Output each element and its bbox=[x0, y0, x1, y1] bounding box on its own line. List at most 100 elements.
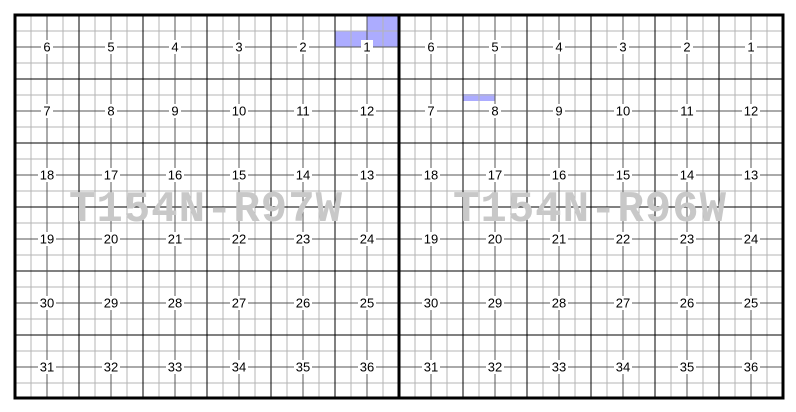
section-number-label[interactable]: 3 bbox=[619, 40, 626, 55]
section-number-label[interactable]: 16 bbox=[168, 168, 182, 183]
section-label-backing bbox=[425, 40, 437, 54]
section-number-label[interactable]: 7 bbox=[43, 104, 50, 119]
section-number-label[interactable]: 20 bbox=[488, 232, 502, 247]
section-number-label[interactable]: 8 bbox=[491, 104, 498, 119]
section-number-label[interactable]: 2 bbox=[683, 40, 690, 55]
section-label-backing bbox=[614, 104, 632, 118]
section-number-label[interactable]: 34 bbox=[616, 360, 630, 375]
section-label-backing bbox=[102, 296, 120, 310]
section-number-label[interactable]: 33 bbox=[552, 360, 566, 375]
section-label-backing bbox=[742, 232, 760, 246]
section-number-label[interactable]: 9 bbox=[171, 104, 178, 119]
section-number-label[interactable]: 6 bbox=[427, 40, 434, 55]
section-number-label[interactable]: 15 bbox=[232, 168, 246, 183]
section-number-label[interactable]: 21 bbox=[552, 232, 566, 247]
section-label-backing bbox=[294, 104, 312, 118]
section-number-label[interactable]: 5 bbox=[491, 40, 498, 55]
section-number-label[interactable]: 29 bbox=[104, 296, 118, 311]
section-number-label[interactable]: 22 bbox=[232, 232, 246, 247]
section-number-label[interactable]: 8 bbox=[107, 104, 114, 119]
section-number-label[interactable]: 12 bbox=[744, 104, 758, 119]
section-number-label[interactable]: 15 bbox=[616, 168, 630, 183]
section-number-label[interactable]: 26 bbox=[680, 296, 694, 311]
section-number-label[interactable]: 35 bbox=[680, 360, 694, 375]
section-number-label[interactable]: 28 bbox=[168, 296, 182, 311]
section-number-label[interactable]: 2 bbox=[299, 40, 306, 55]
section-number-label[interactable]: 14 bbox=[680, 168, 694, 183]
section-number-label[interactable]: 24 bbox=[360, 232, 374, 247]
section-number-label[interactable]: 35 bbox=[296, 360, 310, 375]
section-number-label[interactable]: 4 bbox=[555, 40, 562, 55]
section-number-label[interactable]: 26 bbox=[296, 296, 310, 311]
section-number-label[interactable]: 10 bbox=[232, 104, 246, 119]
section-number-label[interactable]: 27 bbox=[232, 296, 246, 311]
section-number-label[interactable]: 13 bbox=[744, 168, 758, 183]
section-number-label[interactable]: 18 bbox=[40, 168, 54, 183]
section-label-backing bbox=[102, 360, 120, 374]
highlight-parcel[interactable] bbox=[335, 31, 351, 47]
section-number-label[interactable]: 34 bbox=[232, 360, 246, 375]
section-number-label[interactable]: 4 bbox=[171, 40, 178, 55]
section-number-label[interactable]: 23 bbox=[296, 232, 310, 247]
section-number-label[interactable]: 33 bbox=[168, 360, 182, 375]
section-number-label[interactable]: 1 bbox=[747, 40, 754, 55]
section-label-backing bbox=[38, 296, 56, 310]
section-label-backing bbox=[233, 40, 245, 54]
section-number-label[interactable]: 24 bbox=[744, 232, 758, 247]
section-label-backing bbox=[105, 104, 117, 118]
highlight-parcel[interactable] bbox=[383, 15, 399, 31]
section-number-label[interactable]: 21 bbox=[168, 232, 182, 247]
section-number-label[interactable]: 36 bbox=[744, 360, 758, 375]
section-number-label[interactable]: 7 bbox=[427, 104, 434, 119]
section-number-label[interactable]: 32 bbox=[104, 360, 118, 375]
section-number-label[interactable]: 17 bbox=[488, 168, 502, 183]
section-number-label[interactable]: 1 bbox=[363, 40, 370, 55]
section-label-backing bbox=[678, 104, 696, 118]
section-label-backing bbox=[422, 232, 440, 246]
section-label-backing bbox=[614, 296, 632, 310]
highlight-parcel[interactable] bbox=[383, 31, 399, 47]
section-number-label[interactable]: 13 bbox=[360, 168, 374, 183]
section-label-backing bbox=[678, 296, 696, 310]
section-number-label[interactable]: 22 bbox=[616, 232, 630, 247]
section-number-label[interactable]: 11 bbox=[680, 104, 694, 119]
section-label-backing bbox=[294, 360, 312, 374]
section-number-label[interactable]: 10 bbox=[616, 104, 630, 119]
township-border bbox=[397, 13, 785, 400]
section-number-label[interactable]: 32 bbox=[488, 360, 502, 375]
section-number-label[interactable]: 30 bbox=[424, 296, 438, 311]
section-number-label[interactable]: 20 bbox=[104, 232, 118, 247]
section-label-backing bbox=[38, 168, 56, 182]
section-number-label[interactable]: 30 bbox=[40, 296, 54, 311]
section-number-label[interactable]: 18 bbox=[424, 168, 438, 183]
section-number-label[interactable]: 5 bbox=[107, 40, 114, 55]
section-number-label[interactable]: 28 bbox=[552, 296, 566, 311]
section-number-label[interactable]: 31 bbox=[40, 360, 54, 375]
section-number-label[interactable]: 3 bbox=[235, 40, 242, 55]
section-number-label[interactable]: 19 bbox=[424, 232, 438, 247]
section-number-label[interactable]: 9 bbox=[555, 104, 562, 119]
section-number-label[interactable]: 25 bbox=[360, 296, 374, 311]
section-number-label[interactable]: 6 bbox=[43, 40, 50, 55]
section-number-label[interactable]: 25 bbox=[744, 296, 758, 311]
section-number-label[interactable]: 36 bbox=[360, 360, 374, 375]
section-number-label[interactable]: 31 bbox=[424, 360, 438, 375]
section-number-label[interactable]: 16 bbox=[552, 168, 566, 183]
section-number-label[interactable]: 19 bbox=[40, 232, 54, 247]
highlight-parcel[interactable] bbox=[367, 15, 383, 31]
section-label-backing bbox=[297, 40, 309, 54]
section-label-backing bbox=[550, 296, 568, 310]
section-number-label[interactable]: 11 bbox=[296, 104, 310, 119]
section-label-backing bbox=[41, 104, 53, 118]
section-number-label[interactable]: 23 bbox=[680, 232, 694, 247]
section-label-backing bbox=[425, 104, 437, 118]
section-number-label[interactable]: 29 bbox=[488, 296, 502, 311]
section-number-label[interactable]: 17 bbox=[104, 168, 118, 183]
section-number-label[interactable]: 14 bbox=[296, 168, 310, 183]
section-number-label[interactable]: 12 bbox=[360, 104, 374, 119]
section-number-label[interactable]: 27 bbox=[616, 296, 630, 311]
section-label-backing bbox=[358, 360, 376, 374]
